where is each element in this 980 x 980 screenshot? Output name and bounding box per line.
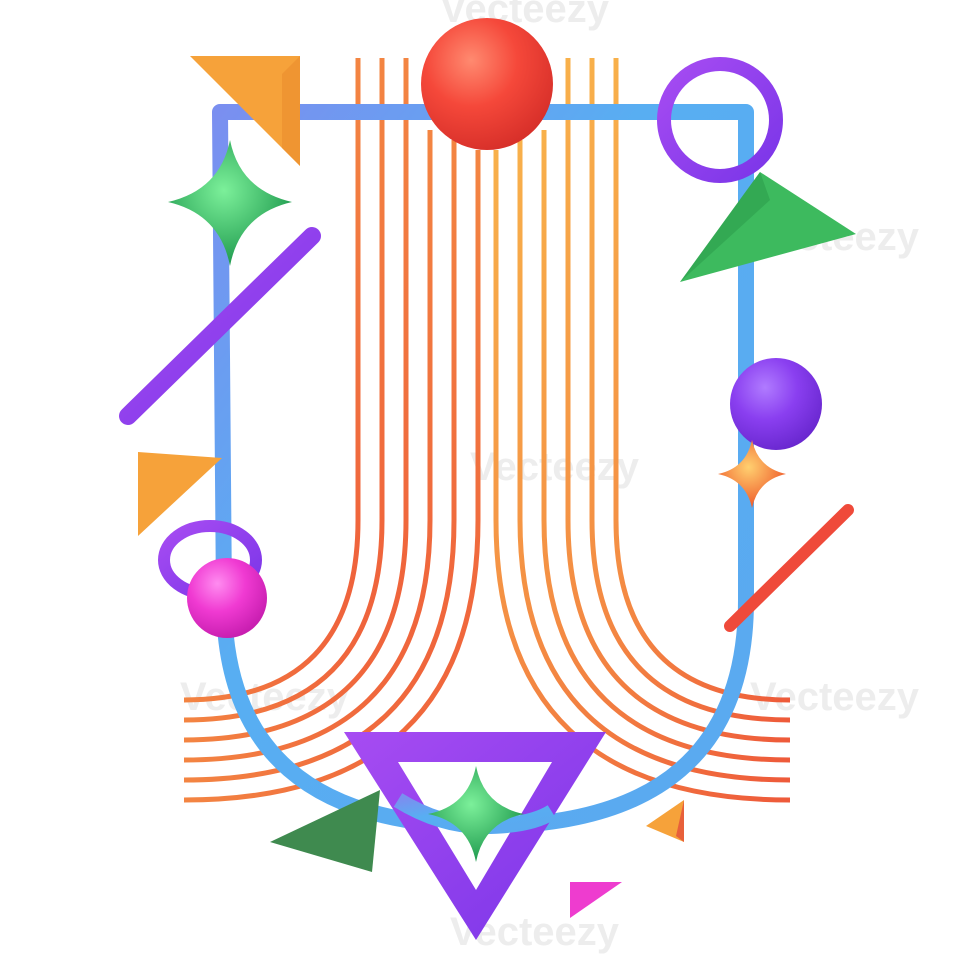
orange-star-right: [718, 440, 786, 508]
red-sphere: [421, 18, 553, 150]
orange-triangle-left: [138, 452, 222, 536]
small-orange-triangle: [646, 800, 684, 842]
purple-ring-top-right: [657, 57, 783, 183]
left-curved-stripes: [183, 58, 481, 803]
red-diagonal-bar: [724, 504, 854, 632]
dark-green-triangle-bottom-left: [270, 790, 380, 872]
green-triangle-right: [680, 172, 856, 282]
green-triangle-shade: [680, 172, 770, 282]
green-star-top-left: [168, 140, 292, 266]
purple-diagonal-bar: [119, 227, 321, 425]
small-orange-triangle-shade: [676, 800, 684, 842]
right-curved-stripes: [493, 58, 791, 803]
green-star-bottom: [428, 766, 524, 862]
purple-sphere: [730, 358, 822, 450]
orange-triangle-shade: [282, 56, 300, 166]
small-magenta-triangle: [570, 882, 622, 918]
watermark-text: Vecteezy: [750, 675, 920, 719]
orange-triangle-top-left: [190, 56, 300, 166]
pink-sphere: [187, 558, 267, 638]
